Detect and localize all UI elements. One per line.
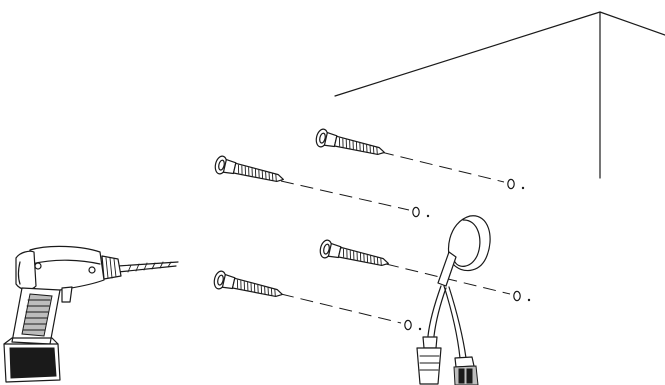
anchor-4	[212, 269, 285, 304]
drill-bit	[117, 261, 179, 273]
drill	[3, 245, 179, 383]
hole-2	[412, 206, 430, 218]
hole-1	[507, 178, 525, 190]
anchor-1	[314, 127, 387, 162]
camera-mount	[416, 215, 491, 385]
anchor-3	[318, 238, 391, 273]
anchor-2	[213, 154, 286, 189]
hole-4	[404, 319, 422, 331]
hole-3	[513, 290, 531, 302]
wall-corner	[334, 11, 665, 179]
